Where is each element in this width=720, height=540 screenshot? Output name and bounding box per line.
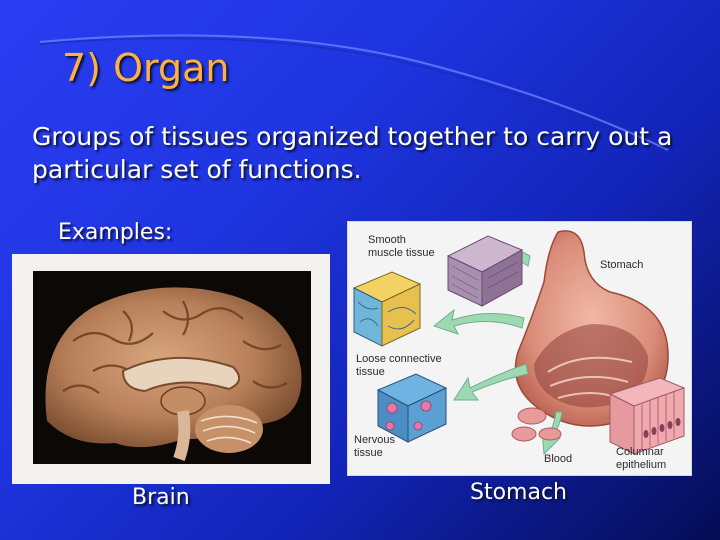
label-loose-connective-2: tissue (356, 366, 385, 378)
label-columnar-2: epithelium (616, 459, 666, 471)
label-smooth-muscle-2: muscle tissue (368, 247, 435, 259)
brain-image (33, 271, 311, 464)
label-nervous-2: tissue (354, 447, 383, 459)
label-loose-connective-1: Loose connective (356, 353, 442, 365)
label-blood: Blood (544, 453, 572, 465)
label-nervous-1: Nervous (354, 434, 395, 446)
stomach-caption: Stomach (470, 480, 568, 505)
label-columnar-1: Columnar (616, 446, 664, 458)
loose-connective-cube (352, 271, 422, 347)
slide-title: 7) Organ (62, 46, 230, 90)
examples-label: Examples: (58, 220, 173, 245)
blood-cells (511, 407, 562, 442)
brain-caption: Brain (132, 485, 190, 510)
columnar-epithelium-block (608, 377, 686, 455)
label-stomach: Stomach (600, 259, 643, 271)
nervous-tissue-cube (376, 373, 448, 443)
smooth-muscle-cube (446, 235, 524, 307)
stomach-tissue-diagram: Smooth muscle tissue Stomach Loose conne… (347, 221, 692, 476)
definition-text: Groups of tissues organized together to … (32, 122, 673, 184)
label-smooth-muscle-1: Smooth (368, 234, 406, 246)
